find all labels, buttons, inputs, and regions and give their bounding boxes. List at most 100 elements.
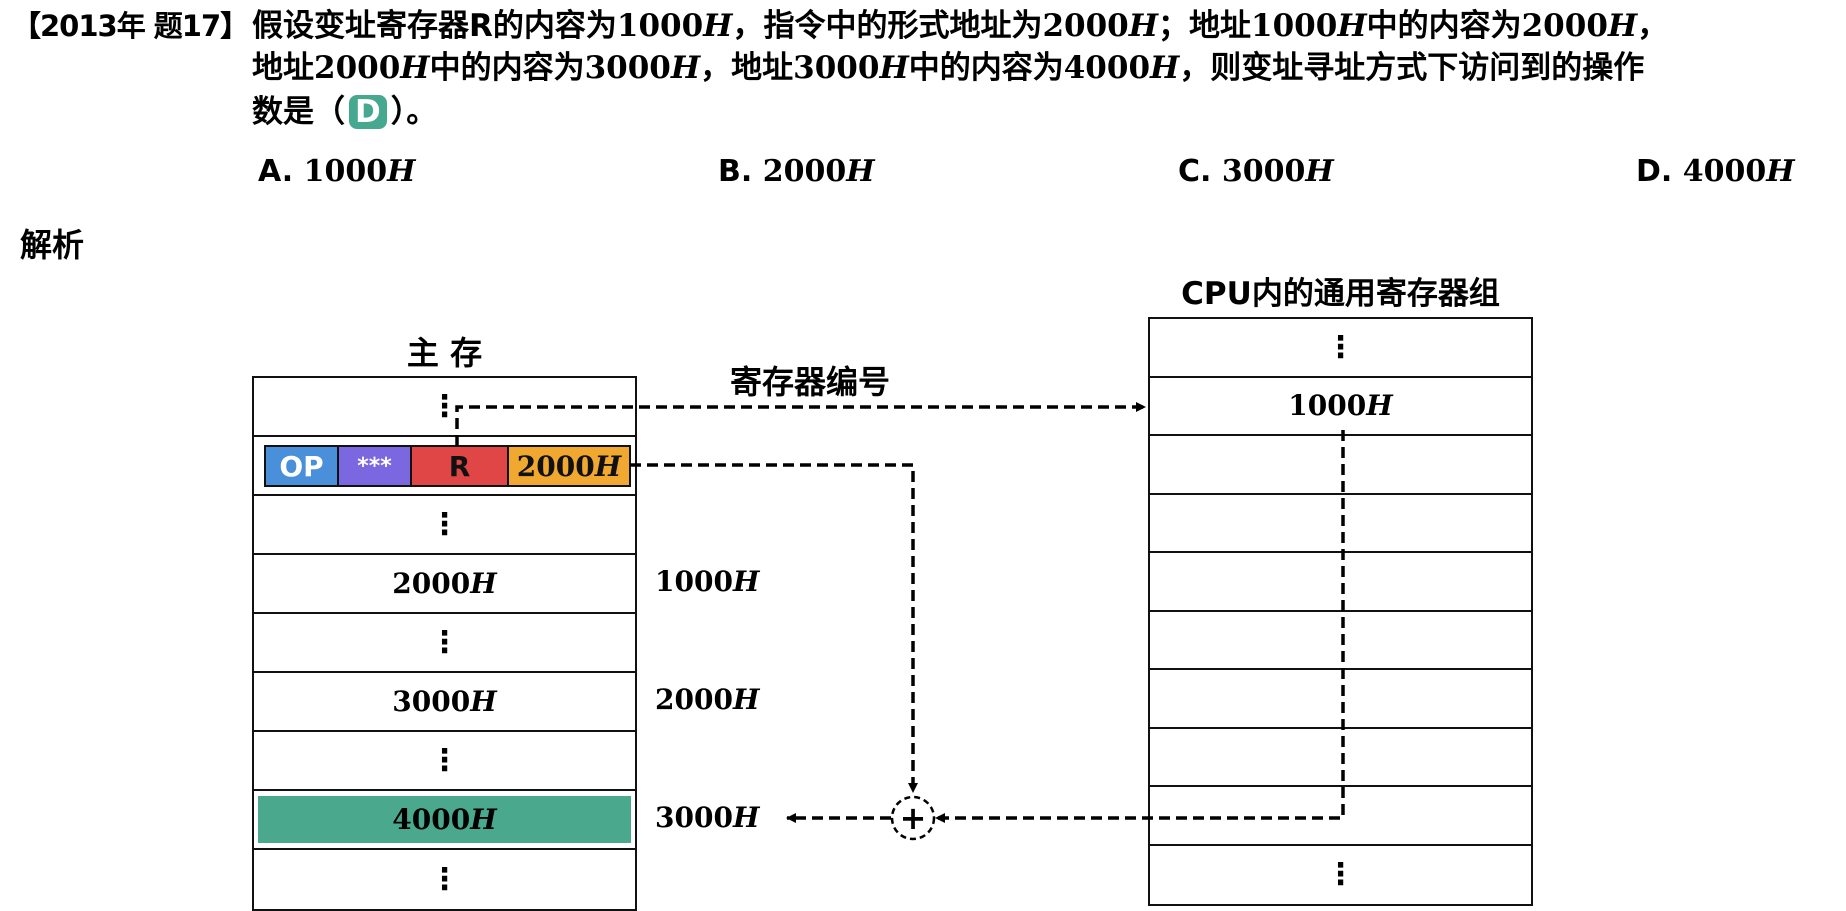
address-unit: H <box>732 801 760 834</box>
option-a: A. 1000H <box>258 154 415 189</box>
register-value: 1000 <box>1288 389 1367 423</box>
register-row: ⋮ <box>1150 319 1531 378</box>
question-text: 中的内容为 <box>908 50 1064 86</box>
memory-value: 4000 <box>392 803 471 836</box>
answer-badge: D <box>349 95 387 129</box>
register-row: ⋮ <box>1150 846 1531 905</box>
option-d: D. 4000H <box>1636 154 1795 189</box>
question-number: 2000 <box>1521 8 1608 44</box>
option-letter: D. <box>1636 154 1673 189</box>
option-unit: H <box>1305 154 1334 189</box>
ellipsis-icon: ⋮ <box>1325 329 1356 365</box>
ellipsis-icon: ⋮ <box>429 507 460 542</box>
option-value: 3000 <box>1221 154 1306 189</box>
question-number: 4000 <box>1063 50 1151 86</box>
memory-row: ⋮ <box>254 732 635 791</box>
register-number-label: 寄存器编号 <box>729 363 890 401</box>
question-text: 数是（ <box>252 94 345 130</box>
reserved-field-label: *** <box>357 453 392 479</box>
memory-value: 2000 <box>392 567 471 600</box>
question-text: 地址 <box>252 50 314 86</box>
question-text: 中的内容为 <box>429 50 585 86</box>
register-row <box>1150 670 1531 729</box>
opcode-field-label: OP <box>279 449 324 483</box>
register-row <box>1150 787 1531 846</box>
question-unit: H <box>1607 8 1638 44</box>
question-line-1: 假设变址寄存器R的内容为1000H，指令中的形式地址为2000H；地址1000H… <box>252 6 1668 46</box>
option-value: 2000 <box>762 154 847 189</box>
analysis-heading: 解析 <box>20 226 85 264</box>
question-text: ，指令中的形式地址为 <box>732 8 1043 44</box>
question-unit: H <box>670 50 701 86</box>
question-text: ，则变址寻址方式下访问到的操作 <box>1179 50 1645 86</box>
option-value: 4000 <box>1682 154 1767 189</box>
question-text: 假设变址寄存器R的内容为 <box>252 8 617 44</box>
option-letter: B. <box>718 154 753 189</box>
offset-arrow <box>630 463 918 793</box>
reserved-field: *** <box>339 447 412 485</box>
question-number: 1000 <box>616 8 704 44</box>
address-number: 1000 <box>655 565 733 598</box>
adder-circle <box>890 795 936 841</box>
question-line-2: 地址2000H中的内容为3000H，地址3000H中的内容为4000H，则变址寻… <box>252 48 1644 88</box>
register-row <box>1150 436 1531 495</box>
memory-title: 主 存 <box>406 334 483 372</box>
memory-value: 3000 <box>392 685 471 718</box>
memory-value-unit: H <box>470 567 497 600</box>
opcode-field: OP <box>266 447 339 485</box>
option-unit: H <box>1766 154 1795 189</box>
address-number: 2000 <box>655 683 733 716</box>
question-text: ；地址 <box>1158 8 1252 44</box>
question-text: ，地址 <box>700 50 794 86</box>
ellipsis-icon: ⋮ <box>429 625 460 660</box>
option-letter: A. <box>258 154 294 189</box>
ellipsis-icon: ⋮ <box>429 862 460 897</box>
question-text: 中的内容为 <box>1366 8 1522 44</box>
memory-address-label: 2000H <box>655 683 759 716</box>
question-number: 2000 <box>1042 8 1129 44</box>
address-number: 3000 <box>655 801 733 834</box>
memory-row: ⋮ <box>254 496 635 555</box>
option-letter: C. <box>1178 154 1212 189</box>
register-row <box>1150 612 1531 670</box>
register-row <box>1150 495 1531 553</box>
question-number: 2000 <box>314 50 401 86</box>
question-unit: H <box>1128 8 1159 44</box>
register-row <box>1150 553 1531 612</box>
memory-address-label: 3000H <box>655 801 759 834</box>
register-group-title: CPU内的通用寄存器组 <box>1181 276 1500 312</box>
question-text-end: ）。 <box>390 94 438 130</box>
address-value: 2000 <box>516 449 595 483</box>
question-number: 3000 <box>584 50 671 86</box>
option-c: C. 3000H <box>1178 154 1334 189</box>
ellipsis-icon: ⋮ <box>429 389 460 424</box>
register-row <box>1150 729 1531 787</box>
question-prefix: 【2013年 题17】 <box>12 9 249 43</box>
memory-address-label: 1000H <box>655 565 759 598</box>
memory-value-unit: H <box>470 685 497 718</box>
question-unit: H <box>703 8 733 44</box>
option-value: 1000 <box>303 154 388 189</box>
question-line-3: 数是（D）。 <box>252 92 437 132</box>
memory-row: ⋮ <box>254 378 635 437</box>
ellipsis-icon: ⋮ <box>1325 857 1356 893</box>
address-unit: H <box>732 683 760 716</box>
option-unit: H <box>387 154 416 189</box>
register-field: R <box>412 447 509 485</box>
register-field-label: R <box>448 449 471 483</box>
memory-row: ⋮ <box>254 850 635 909</box>
question-number: 1000 <box>1251 8 1338 44</box>
adder-symbol: + <box>900 799 927 837</box>
ellipsis-icon: ⋮ <box>429 743 460 778</box>
option-b: B. 2000H <box>718 154 875 189</box>
address-unit: H <box>594 449 622 483</box>
